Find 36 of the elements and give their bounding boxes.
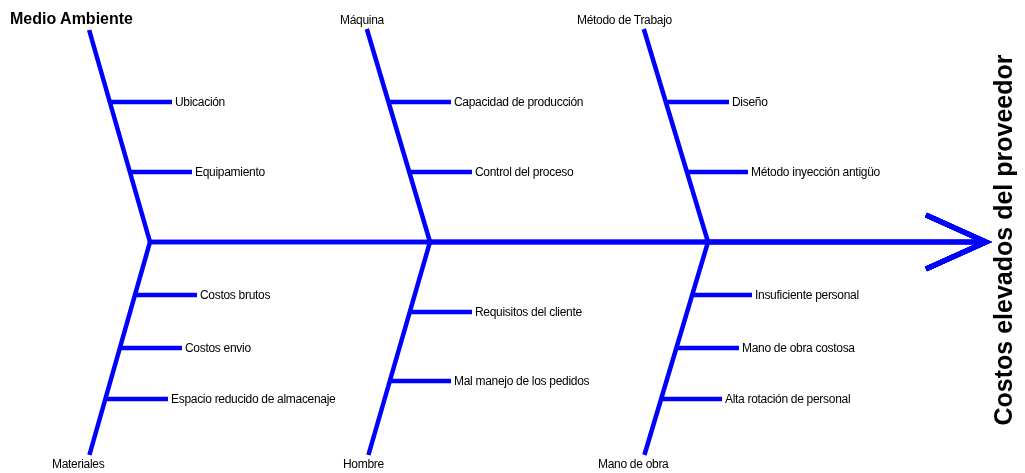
- cause-line: [409, 309, 472, 315]
- cause-line: [409, 169, 472, 175]
- cause-label: Mal manejo de los pedidos: [454, 374, 590, 388]
- category-label: Mano de obra: [598, 457, 669, 471]
- cause-line: [388, 99, 451, 105]
- cause-line: [692, 292, 752, 298]
- cause-label: Costos envio: [185, 341, 251, 355]
- cause-label: Capacidad de producción: [454, 95, 584, 109]
- category-label: Medio Ambiente: [10, 10, 133, 28]
- category-label: Máquina: [340, 13, 384, 27]
- cause-line: [109, 99, 172, 105]
- cause-line: [661, 396, 722, 402]
- cause-label: Alta rotación de personal: [725, 392, 851, 406]
- cause-line: [129, 169, 192, 175]
- cause-line: [389, 378, 451, 384]
- cause-line: [676, 345, 739, 351]
- cause-label: Control del proceso: [475, 165, 574, 179]
- cause-label: Mano de obra costosa: [742, 341, 855, 355]
- cause-label: Insuficiente personal: [755, 288, 859, 302]
- cause-label: Costos brutos: [200, 288, 271, 302]
- cause-label: Equipamiento: [195, 165, 265, 179]
- category-label: Método de Trabajo: [577, 13, 672, 27]
- category-label: Hombre: [343, 457, 384, 471]
- cause-label: Método inyección antigüo: [751, 165, 880, 179]
- cause-label: Ubicación: [175, 95, 225, 109]
- cause-line: [105, 396, 168, 402]
- cause-line: [134, 292, 197, 298]
- category-bone: [642, 212, 989, 456]
- cause-label: Requisitos del cliente: [475, 305, 582, 319]
- category-label: Materiales: [52, 457, 105, 471]
- cause-line: [665, 99, 729, 105]
- cause-label: Espacio reducido de almacenaje: [171, 392, 336, 406]
- effect-label: Costos elevados del proveedor: [989, 54, 1017, 426]
- cause-line: [686, 169, 748, 175]
- cause-line: [119, 345, 182, 351]
- cause-label: Diseño: [732, 95, 768, 109]
